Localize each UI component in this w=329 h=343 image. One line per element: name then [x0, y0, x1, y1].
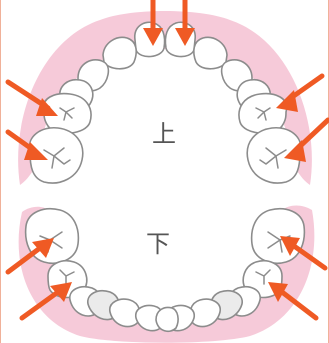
lower-first-molar-right	[252, 209, 305, 263]
upper-central-incisor-right	[165, 22, 195, 56]
lower-jaw-label: 下	[146, 230, 170, 258]
lower-jaw	[19, 206, 315, 343]
upper-jaw-label: 上	[152, 120, 176, 148]
upper-jaw	[18, 11, 312, 185]
lower-central-incisor-middle	[156, 308, 178, 332]
